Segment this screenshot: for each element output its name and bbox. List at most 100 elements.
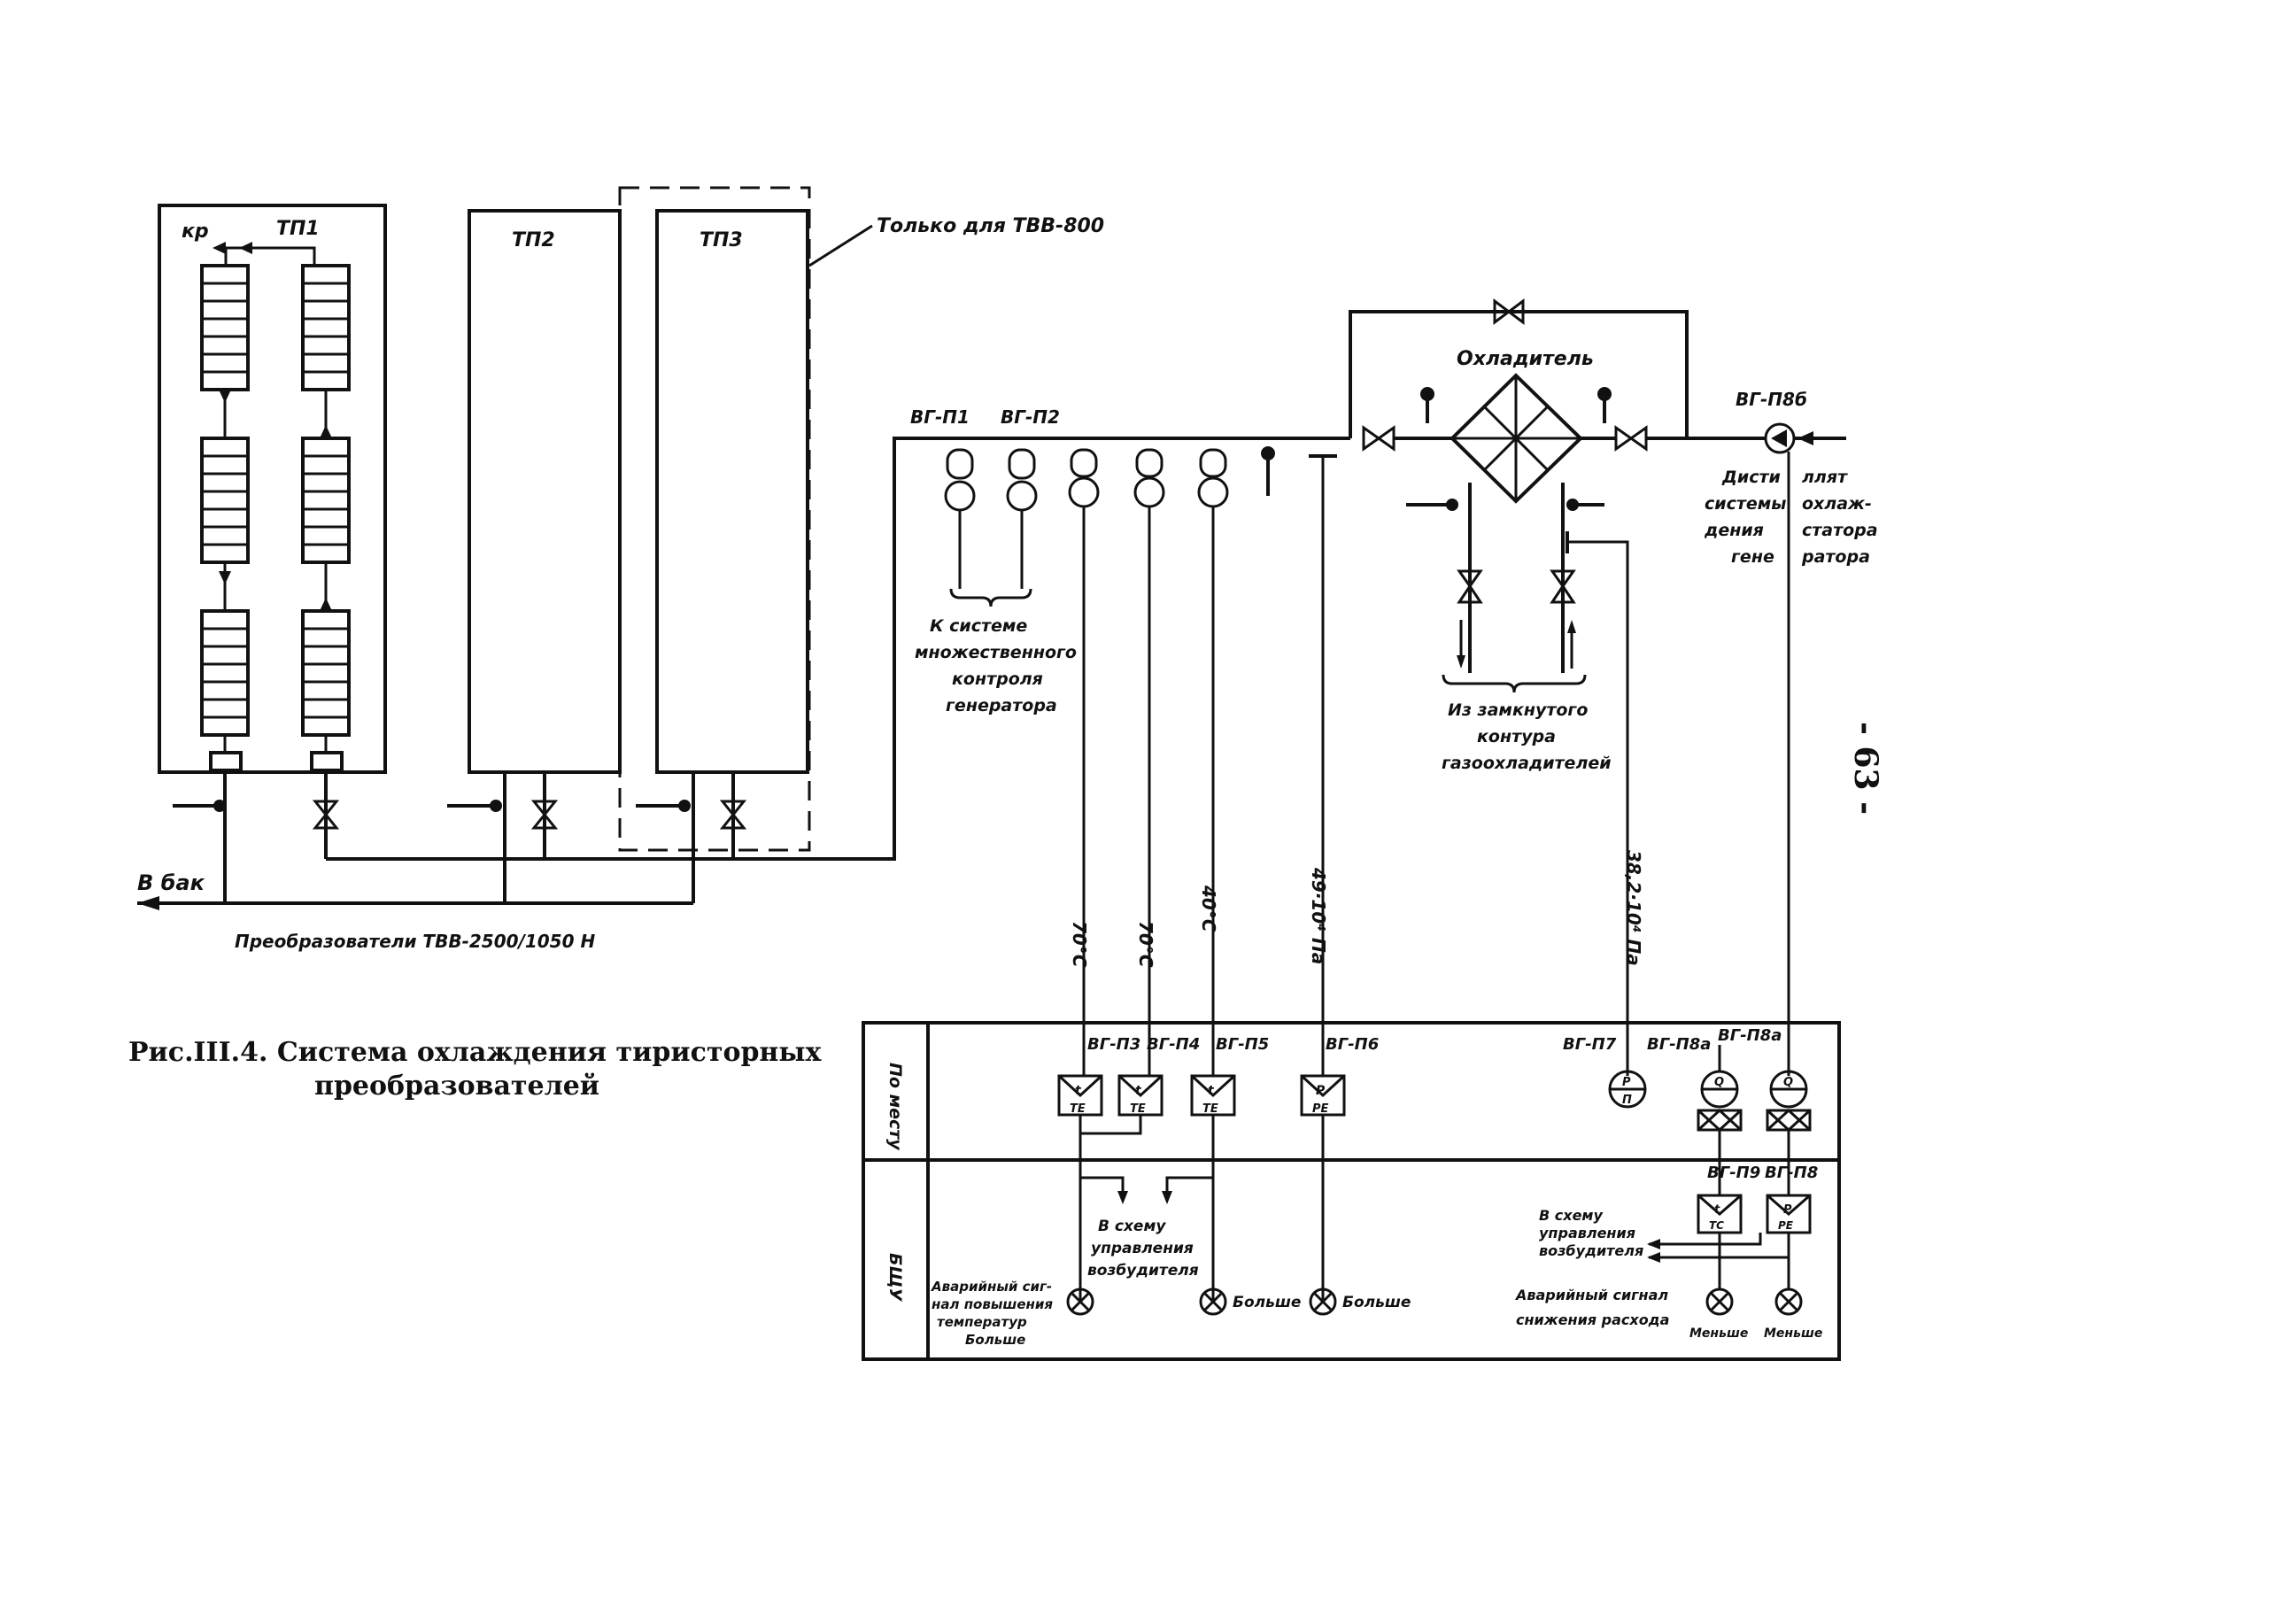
vg-p3-label: ВГ-П3 bbox=[1087, 1035, 1140, 1054]
svg-text:Q: Q bbox=[1714, 1076, 1724, 1089]
lamp-flow-less-1 bbox=[1705, 1288, 1734, 1316]
tvv800-dashed-frame bbox=[618, 186, 811, 852]
vg-p4-label: ВГ-П4 bbox=[1147, 1035, 1200, 1054]
to-excitation-3: возбудителя bbox=[1087, 1262, 1199, 1280]
only-for-label: Только для ТВВ-800 bbox=[877, 215, 1104, 237]
page-number: - 63 - bbox=[1847, 722, 1884, 815]
sensor-vg-p1 bbox=[944, 448, 976, 589]
lamp-p6-more bbox=[1309, 1288, 1337, 1316]
closed-loop-line-2: контура bbox=[1477, 727, 1556, 746]
panel-bshchu-label: БЩУ bbox=[885, 1253, 905, 1303]
to-excitation-1: В схему bbox=[1098, 1218, 1166, 1235]
converter-pipework: В бак Преобразователи ТВВ-2500/1050 Н bbox=[137, 437, 1350, 952]
monitoring-line-1: К системе bbox=[930, 616, 1027, 636]
setpoint-t1: 70°С bbox=[1069, 921, 1090, 968]
vg-p2-label: ВГ-П2 bbox=[1001, 406, 1060, 428]
alarm-temp-3: температур bbox=[937, 1314, 1027, 1330]
converters-label: Преобразователи ТВВ-2500/1050 Н bbox=[235, 931, 595, 952]
cooler-assembly: Охладитель Из замкнутого контура bbox=[1349, 298, 1767, 1076]
distill-left-3: дения bbox=[1704, 521, 1764, 540]
panel-local-label: По месту bbox=[885, 1063, 905, 1151]
only-for-tvv800: Только для ТВВ-800 bbox=[808, 215, 1104, 267]
gauge-p7: Р П bbox=[1608, 1070, 1647, 1109]
more-label-1: Больше bbox=[1233, 1294, 1301, 1311]
svg-text:Q: Q bbox=[1783, 1076, 1793, 1089]
tp2-label: ТП2 bbox=[512, 229, 555, 251]
alarm-temp-1: Аварийный сиг- bbox=[931, 1279, 1052, 1295]
less-label-1: Меньше bbox=[1689, 1326, 1748, 1341]
cooler-label: Охладитель bbox=[1457, 348, 1594, 370]
alarm-temp-4: Больше bbox=[965, 1332, 1025, 1348]
to-tank-label: В бак bbox=[137, 870, 205, 895]
converter-tp1: кр ТП1 bbox=[158, 204, 387, 774]
flow-meter-p8a-right: Q bbox=[1766, 1045, 1812, 1133]
tc-box-p9: t ТС bbox=[1697, 1194, 1743, 1234]
monitoring-line-3: контроля bbox=[952, 669, 1043, 689]
svg-text:П: П bbox=[1622, 1094, 1632, 1107]
sensor-p4-head bbox=[1133, 448, 1165, 1076]
svg-text:Р: Р bbox=[1783, 1203, 1792, 1217]
monitoring-line-2: множественного bbox=[915, 643, 1077, 662]
flow-meter-p8a-left: Q bbox=[1697, 1045, 1743, 1133]
distill-right-3: статора bbox=[1802, 521, 1878, 540]
to-excitation-right-3: возбудителя bbox=[1539, 1242, 1643, 1259]
vg-p8a2-label: ВГ-П8а bbox=[1718, 1026, 1782, 1045]
svg-text:ТЕ: ТЕ bbox=[1202, 1102, 1218, 1116]
lamp-flow-less-2 bbox=[1774, 1288, 1803, 1316]
tp3-label: ТП3 bbox=[700, 229, 743, 251]
svg-text:ТЕ: ТЕ bbox=[1070, 1102, 1086, 1116]
te-box-p4: t ТЕ bbox=[1117, 1074, 1164, 1117]
svg-text:t: t bbox=[1208, 1084, 1215, 1098]
distill-left-2: системы bbox=[1705, 494, 1786, 514]
svg-text:t: t bbox=[1714, 1203, 1720, 1217]
svg-text:t: t bbox=[1135, 1084, 1142, 1098]
setpoint-p1: 49·10⁴ Па bbox=[1308, 867, 1329, 964]
vg-p7-label: ВГ-П7 bbox=[1563, 1035, 1617, 1054]
more-label-2: Больше bbox=[1342, 1294, 1411, 1311]
pe-box-p8: Р РЕ bbox=[1766, 1194, 1812, 1234]
to-excitation-right-1: В схему bbox=[1539, 1207, 1604, 1224]
vg-p9-label: ВГ-П9 bbox=[1707, 1164, 1760, 1182]
setpoint-t2: 70°С bbox=[1135, 921, 1156, 968]
to-excitation-2: управления bbox=[1091, 1240, 1194, 1257]
svg-text:Р: Р bbox=[1316, 1084, 1326, 1098]
caption-line-2: преобразователей bbox=[314, 1071, 599, 1102]
control-panel: По месту БЩУ ВГ-П3 ВГ-П4 ВГ-П5 ВГ-П6 ВГ-… bbox=[862, 1021, 1841, 1361]
converter-tp3: ТП3 bbox=[618, 186, 811, 852]
svg-text:Р: Р bbox=[1622, 1076, 1631, 1089]
vg-p8-label: ВГ-П8 bbox=[1765, 1164, 1818, 1182]
vg-p5-label: ВГ-П5 bbox=[1216, 1035, 1269, 1054]
figure-caption: Рис.III.4. Система охлаждения тиристорны… bbox=[128, 1037, 822, 1102]
alarm-flow-2: снижения расхода bbox=[1516, 1311, 1669, 1328]
monitoring-line-4: генератора bbox=[946, 696, 1057, 715]
sensor-p3-head bbox=[1068, 448, 1100, 1076]
vg-p1-label: ВГ-П1 bbox=[910, 406, 970, 428]
distill-left-1: Дисти bbox=[1721, 468, 1781, 487]
distill-left-4: гене bbox=[1731, 547, 1774, 567]
caption-line-1: Рис.III.4. Система охлаждения тиристорны… bbox=[128, 1037, 822, 1068]
distillate-inlet: ВГ-П8б Дисти системы дения гене ллят охл… bbox=[1704, 389, 1878, 1076]
closed-loop-line-3: газоохладителей bbox=[1442, 754, 1612, 773]
distill-right-1: ллят bbox=[1802, 468, 1848, 487]
tp1-left-stacks bbox=[200, 264, 250, 737]
alarm-temp-2: нал повышения bbox=[932, 1296, 1053, 1312]
closed-loop-line-1: Из замкнутого bbox=[1448, 700, 1588, 720]
alarm-flow-1: Аварийный сигнал bbox=[1514, 1287, 1668, 1303]
sensor-vg-p2 bbox=[1006, 448, 1038, 589]
vg-p8a-label: ВГ-П8а bbox=[1647, 1035, 1711, 1054]
to-excitation-right-2: управления bbox=[1539, 1225, 1635, 1241]
lamp-p5-more bbox=[1199, 1288, 1227, 1316]
sensor-p5-head bbox=[1197, 448, 1229, 1076]
kr-label: кр bbox=[182, 220, 209, 243]
less-label-2: Меньше bbox=[1764, 1326, 1822, 1341]
svg-text:ТЕ: ТЕ bbox=[1130, 1102, 1146, 1116]
te-box-p3: t ТЕ bbox=[1057, 1074, 1103, 1117]
svg-text:РЕ: РЕ bbox=[1312, 1102, 1329, 1116]
setpoint-t3: 40°С bbox=[1198, 885, 1219, 932]
converter-tp2: ТП2 bbox=[468, 209, 622, 774]
vg-p6-label: ВГ-П6 bbox=[1326, 1035, 1379, 1054]
svg-text:РЕ: РЕ bbox=[1778, 1219, 1794, 1232]
te-box-p5: t ТЕ bbox=[1190, 1074, 1236, 1117]
tp1-right-stacks bbox=[301, 264, 351, 737]
